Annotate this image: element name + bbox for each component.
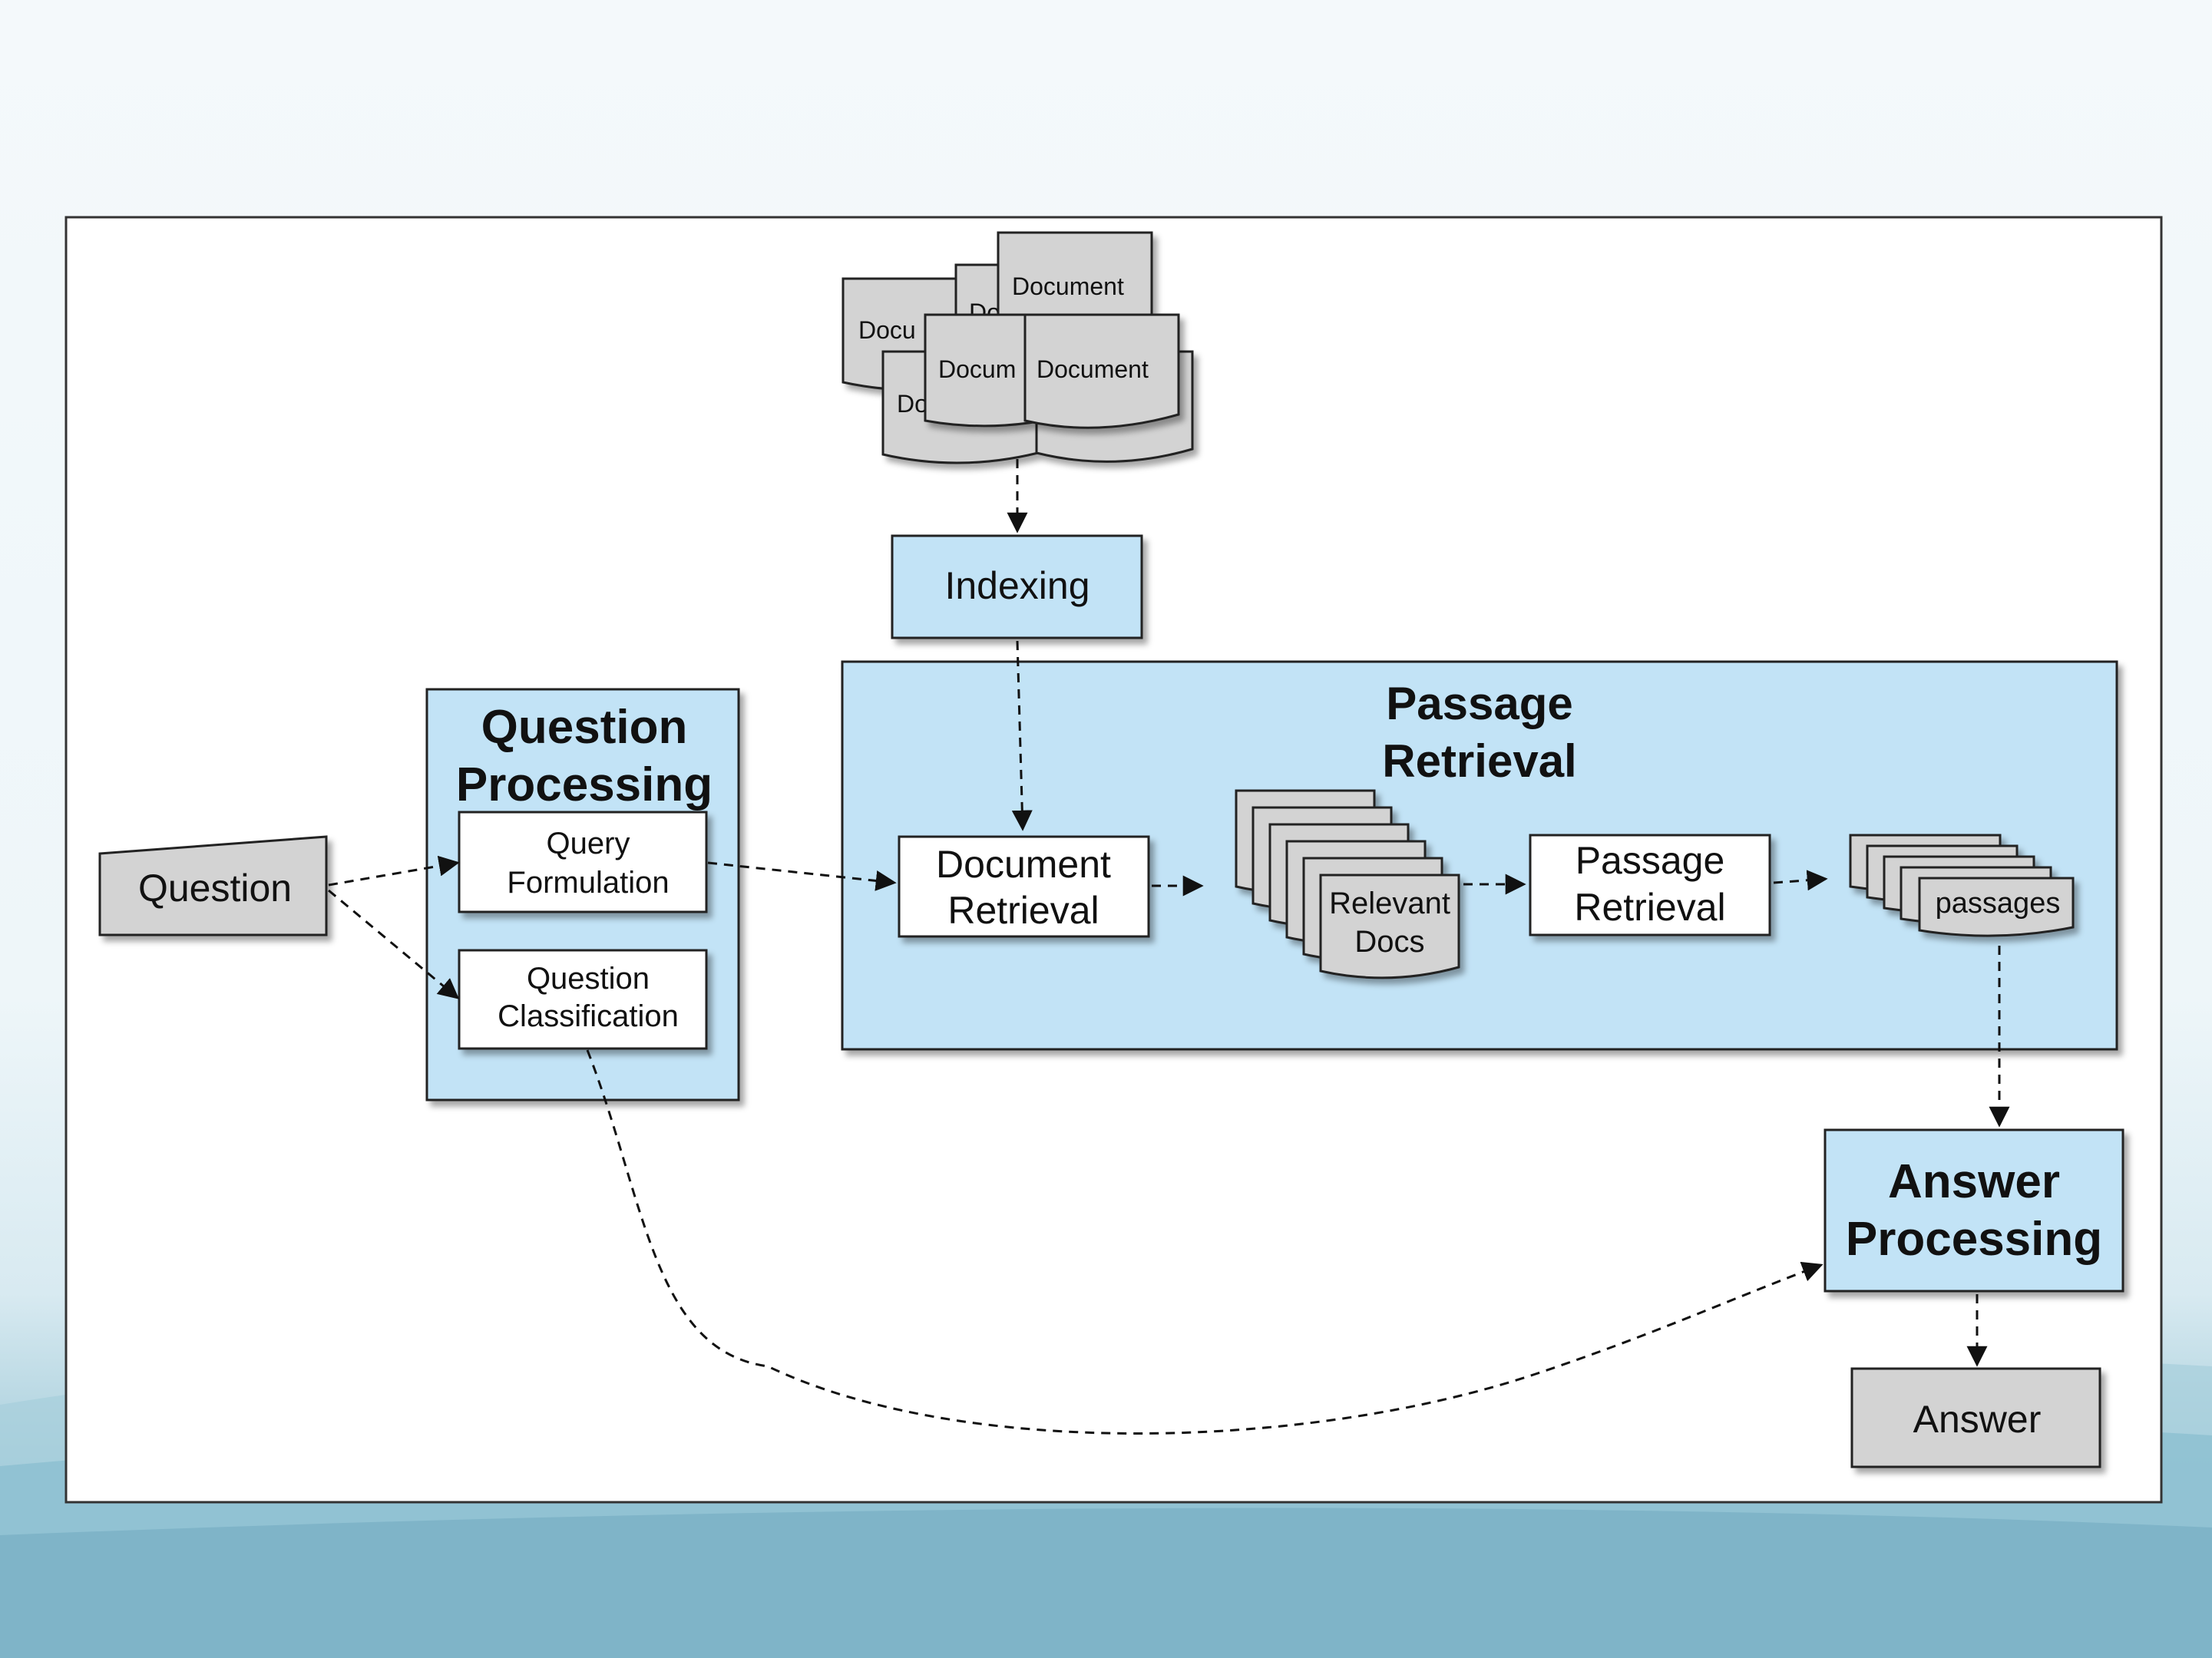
document-collection: Docu Do Do Document Docum Document <box>841 231 1194 464</box>
answer-processing-box: Answer Processing <box>1823 1128 2124 1293</box>
arrow-question-to-question-classification <box>328 889 460 999</box>
answer-processing-title-1: Answer <box>1888 1155 2060 1208</box>
doc-label-back-3: Do <box>897 390 928 418</box>
query-formulation-label-1: Query <box>547 827 630 860</box>
passage-retrieval-title-1: Passage <box>1386 678 1573 729</box>
question-classification-label-1: Question <box>527 962 650 996</box>
question-classification-label-2: Classification <box>498 999 679 1033</box>
question-processing-title-1: Question <box>481 701 688 754</box>
indexing-box: Indexing <box>891 534 1143 639</box>
answer-node: Answer <box>1850 1367 2101 1468</box>
doc-label-back-1: Docu <box>858 316 916 344</box>
arrow-classification-to-answer-processing <box>586 1049 1823 1435</box>
relevant-docs-label-1: Relevant <box>1329 887 1450 920</box>
question-processing-title-2: Processing <box>456 758 713 811</box>
question-node: Question <box>98 835 328 936</box>
arrow-passage-retrieval-to-passages <box>1773 870 1828 891</box>
doc-label-front-top: Document <box>1012 272 1124 300</box>
arrow-question-to-query-formulation <box>328 855 460 887</box>
question-classification-box: Question Classification <box>458 949 708 1050</box>
document-retrieval-box: Document Retrieval <box>898 835 1150 938</box>
passage-retrieval-label-2: Retrieval <box>1574 886 1725 929</box>
indexing-label: Indexing <box>944 564 1089 607</box>
query-formulation-label-2: Formulation <box>507 866 669 900</box>
relevant-docs-stack: Relevant Docs <box>1235 789 1460 979</box>
document-retrieval-label-1: Document <box>936 843 1111 886</box>
question-label: Question <box>138 867 292 910</box>
passages-label: passages <box>1936 887 2061 920</box>
answer-label: Answer <box>1913 1398 2042 1441</box>
passage-retrieval-label-1: Passage <box>1576 839 1725 882</box>
relevant-docs-label-2: Docs <box>1354 925 1424 959</box>
passage-retrieval-box: Passage Retrieval <box>1529 834 1771 936</box>
doc-label-back-4: Docum <box>938 355 1016 383</box>
query-formulation-box: Query Formulation <box>458 811 708 913</box>
doc-label-front-bottom: Document <box>1037 355 1149 383</box>
document-retrieval-label-2: Retrieval <box>947 889 1099 932</box>
passages-stack: passages <box>1849 834 2075 937</box>
passage-retrieval-title-2: Retrieval <box>1382 735 1576 787</box>
answer-processing-title-2: Processing <box>1846 1213 2102 1266</box>
